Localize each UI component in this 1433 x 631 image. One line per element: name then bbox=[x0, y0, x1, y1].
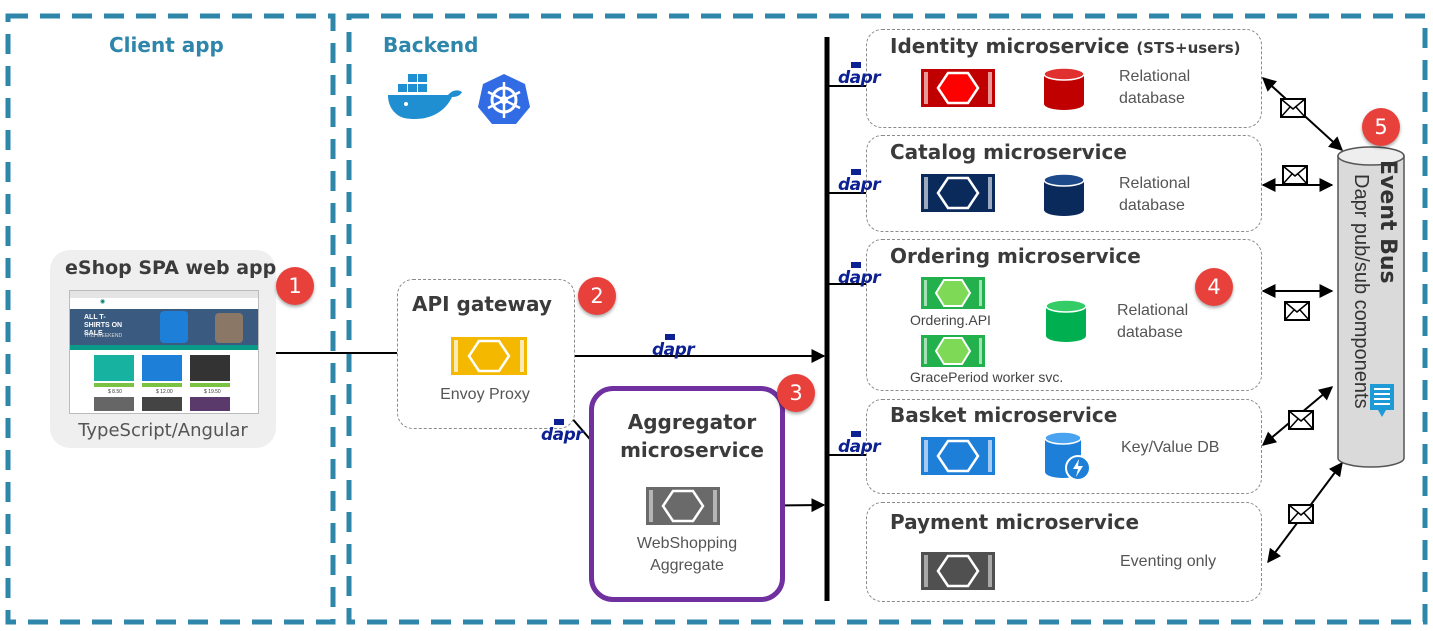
ordering-database-icon bbox=[1045, 299, 1087, 342]
identity-microservice-icon bbox=[921, 69, 995, 107]
payment-eventing-label: Eventing only bbox=[1120, 553, 1217, 570]
dapr-logo-basket: dapr bbox=[838, 431, 881, 457]
payment-microservice-icon bbox=[921, 552, 995, 590]
payment-service-title: Payment microservice bbox=[890, 510, 1140, 534]
envelope-icon bbox=[1288, 504, 1314, 524]
dapr-logo-aggregator: dapr bbox=[541, 419, 584, 445]
thumb-price-3: $ 19.50 bbox=[204, 389, 221, 395]
badge-5: 5 bbox=[1362, 108, 1400, 146]
identity-title-suffix: (STS+users) bbox=[1136, 39, 1241, 57]
graceperiod-worker-label: GracePeriod worker svc. bbox=[910, 369, 1064, 385]
aggregator-title-line2: microservice bbox=[620, 438, 764, 462]
badge-2: 2 bbox=[578, 277, 616, 315]
kubernetes-icon bbox=[478, 74, 530, 124]
ordering-service-title: Ordering microservice bbox=[890, 244, 1141, 268]
dapr-logo-identity: dapr bbox=[838, 62, 881, 88]
identity-db-line1: Relational bbox=[1119, 68, 1191, 85]
webshopping-aggregate-icon bbox=[646, 487, 720, 525]
spa-app-title: eShop SPA web app bbox=[65, 257, 277, 279]
thumb-price-2: $ 12.00 bbox=[156, 389, 173, 395]
service-bus-icon bbox=[1370, 384, 1394, 417]
thumb-banner-sub: THIS WEEKEND bbox=[84, 333, 123, 339]
dapr-logo-catalog: dapr bbox=[838, 169, 881, 195]
identity-db-line2: database bbox=[1119, 90, 1185, 107]
envelope-icon bbox=[1282, 165, 1308, 185]
spa-framework-label: TypeScript/Angular bbox=[78, 420, 248, 441]
ordering-db-line1: Relational bbox=[1117, 302, 1189, 319]
identity-service-title: Identity microservice (STS+users) bbox=[890, 34, 1241, 58]
aggregator-label-line2: Aggregate bbox=[650, 557, 724, 574]
basket-microservice-icon bbox=[921, 437, 995, 475]
aggregator-title-line1: Aggregator bbox=[627, 410, 757, 434]
badge-4: 4 bbox=[1195, 268, 1233, 306]
backend-zone-title: Backend bbox=[383, 33, 479, 57]
envelope-icon bbox=[1284, 301, 1310, 321]
basket-service-title: Basket microservice bbox=[890, 403, 1118, 427]
client-zone-border bbox=[5, 13, 336, 625]
catalog-service-title: Catalog microservice bbox=[890, 140, 1127, 164]
backend-zone-border bbox=[346, 13, 1428, 625]
ordering-db-line2: database bbox=[1117, 324, 1183, 341]
docker-icon bbox=[388, 74, 462, 120]
dapr-logo-ordering: dapr bbox=[838, 262, 881, 288]
identity-title-text: Identity microservice bbox=[890, 34, 1130, 58]
catalog-microservice-icon bbox=[921, 174, 995, 212]
ordering-api-label: Ordering.API bbox=[910, 312, 991, 328]
catalog-db-line1: Relational bbox=[1119, 175, 1191, 192]
catalog-db-line2: database bbox=[1119, 197, 1185, 214]
thumb-banner: ALL T-SHIRTS ON SALE bbox=[84, 314, 123, 337]
envoy-proxy-label: Envoy Proxy bbox=[440, 386, 530, 403]
envelope-icon bbox=[1288, 410, 1314, 430]
badge-3: 3 bbox=[777, 374, 815, 412]
aggregator-label: WebShopping Aggregate bbox=[594, 533, 780, 577]
thumb-price-1: $ 8.50 bbox=[108, 389, 122, 395]
identity-database-icon bbox=[1043, 67, 1085, 110]
envoy-proxy-icon bbox=[451, 337, 527, 375]
client-zone-title: Client app bbox=[109, 33, 224, 57]
identity-db-label: Relational database bbox=[1119, 66, 1190, 110]
dapr-logo-gateway: dapr bbox=[652, 334, 695, 360]
ordering-api-icon bbox=[921, 277, 985, 309]
catalog-database-icon bbox=[1043, 173, 1085, 216]
aggregator-label-line1: WebShopping bbox=[636, 535, 738, 552]
ordering-db-label: Relational database bbox=[1117, 300, 1188, 344]
event-bus-subtitle: Dapr pub/sub components bbox=[1350, 174, 1372, 409]
spa-screenshot-thumbnail: ◉ ALL T-SHIRTS ON SALE THIS WEEKEND $ 8.… bbox=[69, 290, 259, 414]
basket-db-label: Key/Value DB bbox=[1121, 439, 1220, 456]
badge-1: 1 bbox=[276, 267, 314, 305]
catalog-db-label: Relational database bbox=[1119, 173, 1190, 217]
envelope-icon bbox=[1280, 98, 1306, 118]
aggregator-title: Aggregator microservice bbox=[594, 408, 790, 464]
api-gateway-title: API gateway bbox=[412, 292, 552, 316]
graceperiod-worker-icon bbox=[921, 335, 985, 367]
event-bus-title: Event Bus bbox=[1375, 160, 1400, 284]
redis-keyvalue-icon bbox=[1044, 431, 1091, 481]
